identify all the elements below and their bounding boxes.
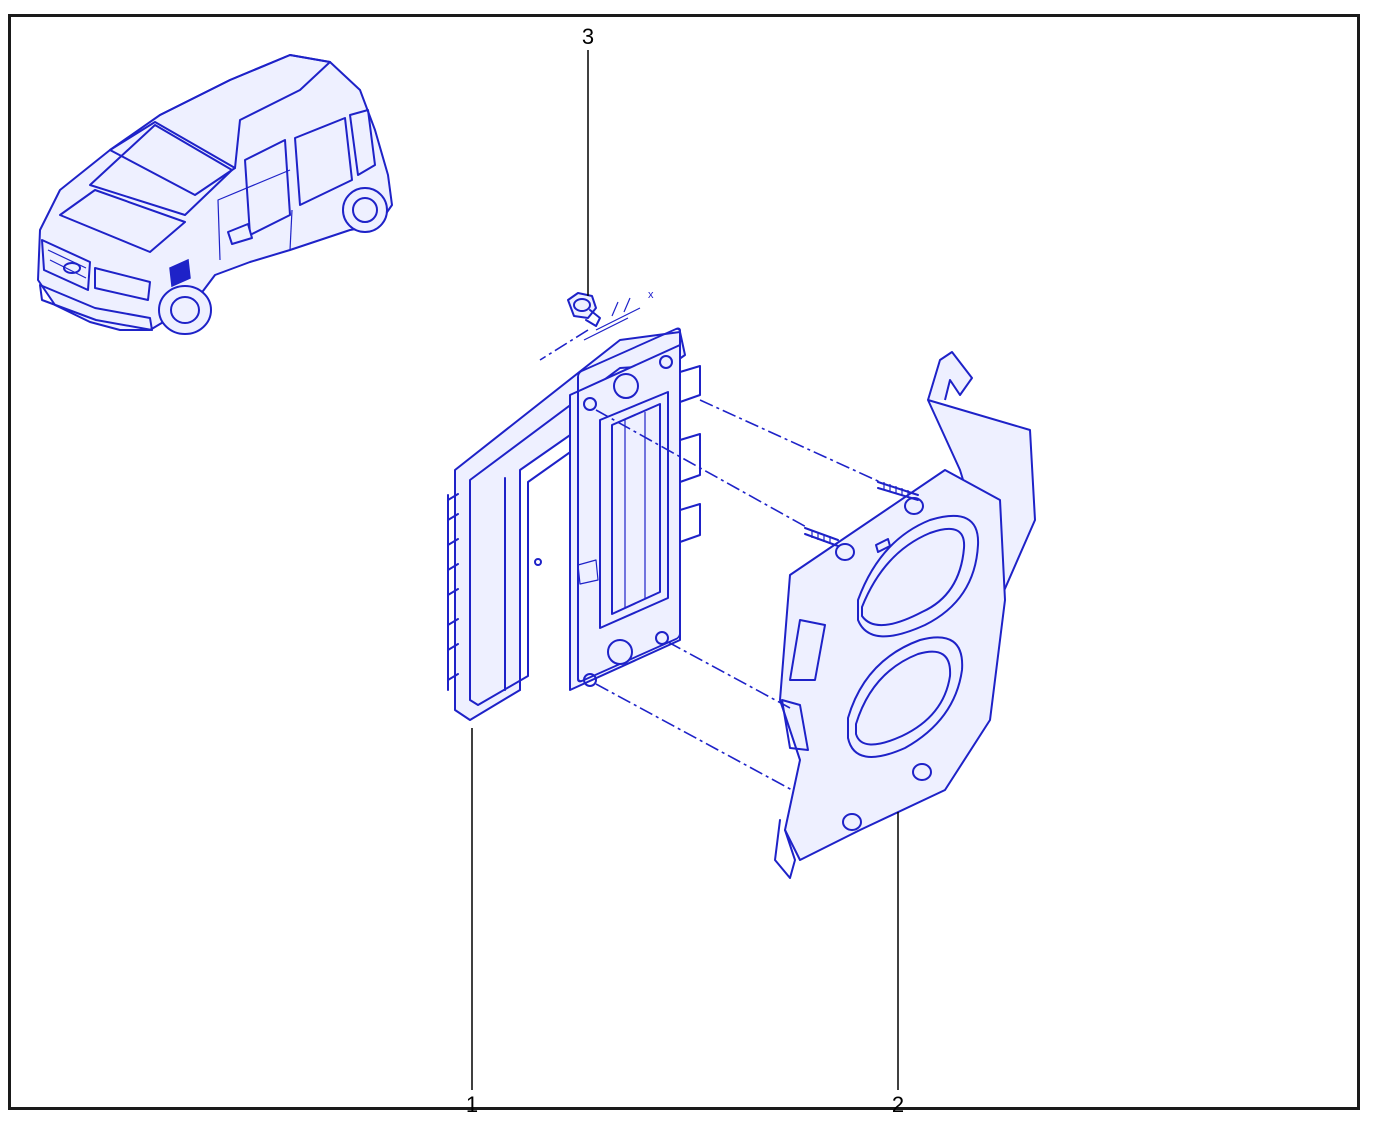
assembly-lines [539,329,881,791]
nut-part [567,292,601,327]
callout-number-2: 2 [892,1092,904,1117]
vehicle-location-illustration [37,54,393,335]
dimension-x-label: x [648,289,654,301]
ecu-module-part [447,327,701,721]
leader-lines [471,50,899,1090]
bracket-part [774,351,1036,879]
callout-number-1: 1 [466,1092,478,1117]
dimension-indicator: x [583,289,654,341]
callout-number-3: 3 [582,24,594,49]
